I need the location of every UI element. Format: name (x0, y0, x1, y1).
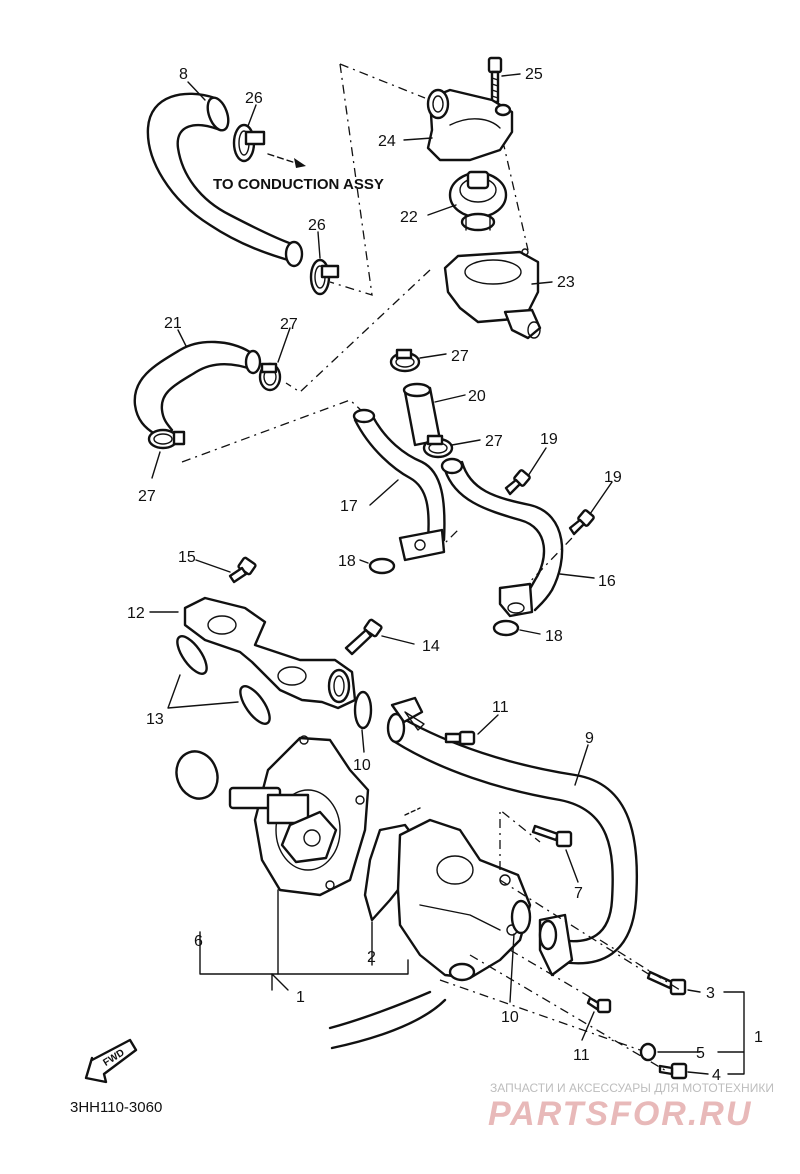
callout-14: 14 (422, 638, 440, 655)
callout-4: 4 (712, 1067, 721, 1084)
callout-11-lower: 11 (573, 1047, 590, 1064)
clamp-27-c (389, 348, 421, 373)
callout-20: 20 (468, 388, 486, 405)
bolt-11-a (444, 730, 476, 746)
conduction-assy-caption: TO CONDUCTION ASSY (213, 176, 384, 193)
hose-17 (352, 408, 446, 562)
callout-27-d: 27 (485, 433, 503, 450)
callout-7: 7 (574, 885, 583, 902)
clamp-27-b (147, 428, 186, 450)
bolt-7 (531, 824, 573, 848)
o-ring-13-a (176, 635, 208, 675)
hose-16 (440, 457, 564, 618)
thermostat-cover-24 (426, 88, 514, 162)
hose-8 (146, 92, 304, 268)
callout-1-lower: 1 (296, 989, 305, 1006)
callout-16: 16 (598, 573, 616, 590)
callout-10-upper: 10 (353, 757, 371, 774)
callout-18-b: 18 (545, 628, 563, 645)
bolt-11-b (586, 996, 612, 1014)
bolt-25 (487, 56, 503, 104)
leader-lines (149, 73, 745, 1075)
washer-5 (639, 1042, 657, 1062)
callout-21: 21 (164, 315, 182, 332)
callout-17: 17 (340, 498, 358, 515)
callout-18-a: 18 (338, 553, 356, 570)
callout-25: 25 (525, 66, 543, 83)
callout-2: 2 (367, 949, 376, 966)
clamp-26-upper (232, 123, 266, 163)
clamp-26-lower (309, 258, 340, 296)
pipe-12 (183, 596, 357, 710)
callout-6: 6 (194, 933, 203, 950)
fwd-arrow-icon: FWD (84, 1038, 138, 1084)
impeller-shaft (228, 786, 338, 864)
callout-10-lower: 10 (501, 1009, 519, 1026)
callout-12: 12 (127, 605, 145, 622)
pump-outlet (538, 913, 574, 977)
callout-13: 13 (146, 711, 164, 728)
clamp-27-d (422, 434, 454, 459)
bolt-3 (646, 970, 687, 996)
watermark-logo: PARTSFOR.RU (488, 1095, 752, 1133)
callout-24: 24 (378, 133, 396, 150)
bolt-14 (344, 618, 383, 656)
watermark-subtitle: ЗАПЧАСТИ И АКСЕССУАРЫ ДЛЯ МОТОТЕХНИКИ (490, 1081, 774, 1095)
o-ring-18-b (492, 619, 520, 637)
o-ring-13-b (239, 685, 271, 725)
callout-15: 15 (178, 549, 196, 566)
callouts: 8 26 25 24 22 26 23 21 27 27 20 27 19 27… (127, 66, 763, 1084)
callout-27-a: 27 (280, 316, 298, 333)
callout-19-a: 19 (540, 431, 558, 448)
bolt-4 (658, 1062, 688, 1080)
callout-19-b: 19 (604, 469, 622, 486)
callout-26-lower: 26 (308, 217, 326, 234)
callout-26-upper: 26 (245, 90, 263, 107)
callout-27-b: 27 (138, 488, 156, 505)
clamp-27-a (258, 362, 282, 392)
hose-21 (133, 340, 262, 436)
hose-9 (386, 696, 639, 965)
callout-23: 23 (557, 274, 575, 291)
o-ring-18-a (368, 557, 396, 575)
bolt-15 (228, 556, 257, 584)
callout-8: 8 (179, 66, 188, 83)
o-ring-6 (175, 750, 219, 800)
water-pump-body (396, 818, 532, 982)
callout-3: 3 (706, 985, 715, 1002)
callout-22: 22 (400, 209, 418, 226)
callout-5: 5 (696, 1045, 705, 1062)
thermostat-housing-23 (443, 248, 542, 340)
callout-27-c: 27 (451, 348, 469, 365)
callout-11-upper: 11 (492, 699, 509, 716)
thermostat-22 (448, 170, 508, 232)
diagram-code: 3HH110-3060 (70, 1099, 162, 1116)
bolt-19-a (504, 469, 531, 496)
o-ring-10-b (510, 899, 532, 935)
callout-9: 9 (585, 730, 594, 747)
callout-1-right: 1 (754, 1029, 763, 1046)
o-ring-10-a (353, 690, 373, 730)
